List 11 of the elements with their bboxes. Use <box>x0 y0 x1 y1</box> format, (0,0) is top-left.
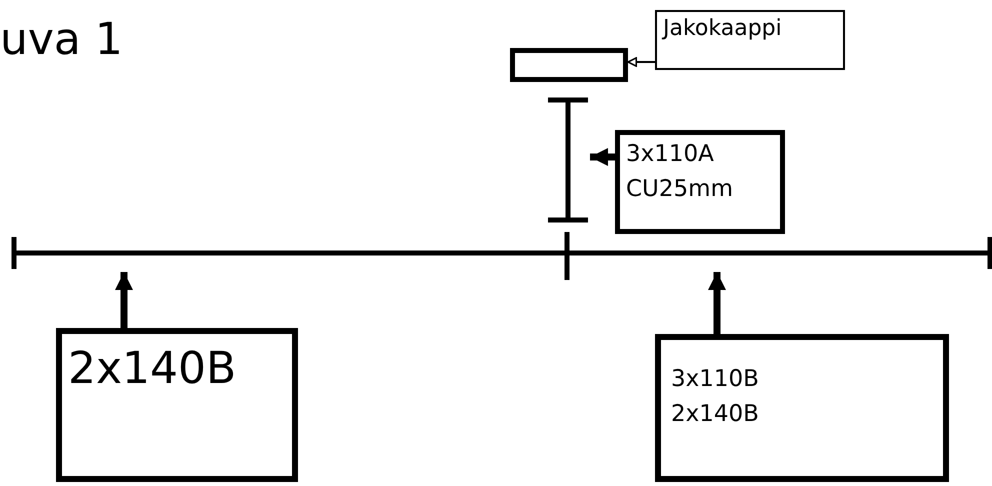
callout-box: 2x140B <box>56 328 298 482</box>
figure-title: uva 1 <box>0 18 123 62</box>
arrow <box>114 272 134 328</box>
cabinet-box <box>510 48 628 82</box>
arrow <box>627 57 655 67</box>
callout-box: Jakokaappi <box>655 10 845 70</box>
arrow <box>708 272 726 334</box>
cable-line <box>546 98 590 222</box>
arrow <box>590 148 615 166</box>
callout-box: 3x110A CU25mm <box>615 130 785 234</box>
callout-box: 3x110B 2x140B <box>655 334 949 482</box>
